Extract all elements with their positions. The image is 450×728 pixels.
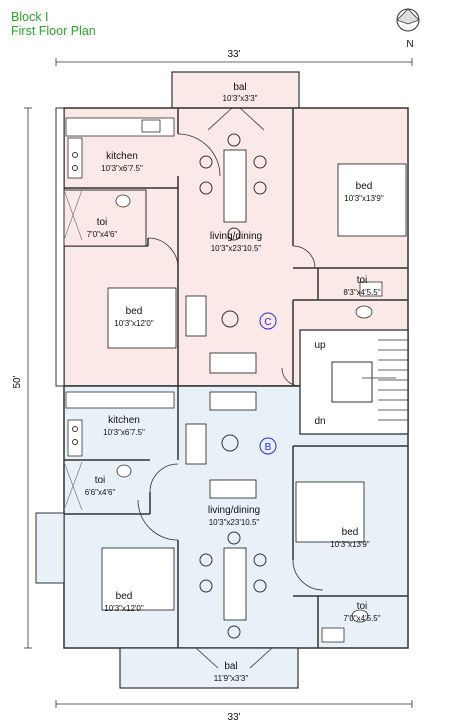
c-bal-size: 10'3"x3'3" — [223, 94, 258, 103]
b-bed-right-size: 10'3"x13'9" — [330, 540, 370, 549]
b-kitchen-size: 10'3"x6'7.5" — [103, 428, 145, 437]
c-living-name: living/dining — [210, 231, 262, 242]
c-bed-left-name: bed — [126, 306, 143, 317]
c-bal-name: bal — [233, 82, 246, 93]
c-bed-right-name: bed — [356, 181, 373, 192]
c-living-size: 10'3"x23'10.5" — [211, 244, 262, 253]
stair-down-label: dn — [314, 416, 325, 427]
stair-core — [281, 329, 409, 435]
north-arrow-icon — [396, 8, 420, 32]
b-toi-left-size: 6'6"x4'6" — [85, 488, 116, 497]
b-toi-right-name: toi — [357, 601, 368, 612]
b-toi-left-name: toi — [95, 475, 106, 486]
b-bed-left-name: bed — [116, 591, 133, 602]
b-bed-left-size: 10'3"x12'0" — [104, 604, 144, 613]
overall-height: 50' — [12, 375, 23, 388]
b-bal-name: bal — [224, 661, 237, 672]
c-toi-left-name: toi — [97, 217, 108, 228]
c-toi-right-name: toi — [357, 275, 368, 286]
b-unit-label: B — [265, 442, 272, 453]
b-living-size: 10'3"x23'10.5" — [209, 518, 260, 527]
plan-title: Block I — [11, 10, 49, 24]
c-kitchen-name: kitchen — [106, 151, 138, 162]
c-unit-label: C — [264, 317, 271, 328]
unit-b — [35, 385, 409, 689]
top-width: 33' — [227, 49, 240, 60]
c-bed-left-size: 10'3"x12'0" — [114, 319, 154, 328]
unit-c — [55, 71, 409, 387]
balcony-c — [171, 71, 300, 109]
b-kitchen-name: kitchen — [108, 415, 140, 426]
b-toi-right-size: 7'0"x4'5.5" — [343, 614, 380, 623]
c-bed-right-size: 10'3"x13'9" — [344, 194, 384, 203]
c-toi-right-size: 8'3"x4'5.5" — [343, 288, 380, 297]
b-bal-size: 11'9"x3'3" — [214, 674, 249, 683]
stair-up-label: up — [314, 340, 326, 351]
north-label: N — [406, 39, 413, 50]
dimension-lines — [24, 58, 413, 708]
plan-subtitle: First Floor Plan — [11, 24, 96, 38]
unit-c-marker — [259, 312, 277, 330]
b-bed-right-name: bed — [342, 527, 359, 538]
unit-b-marker — [259, 437, 277, 455]
balcony-b — [119, 647, 299, 689]
c-kitchen-size: 10'3"x6'7.5" — [101, 164, 143, 173]
bottom-width: 33' — [227, 712, 240, 723]
c-toi-left-size: 7'0"x4'6" — [87, 230, 118, 239]
b-living-name: living/dining — [208, 505, 260, 516]
